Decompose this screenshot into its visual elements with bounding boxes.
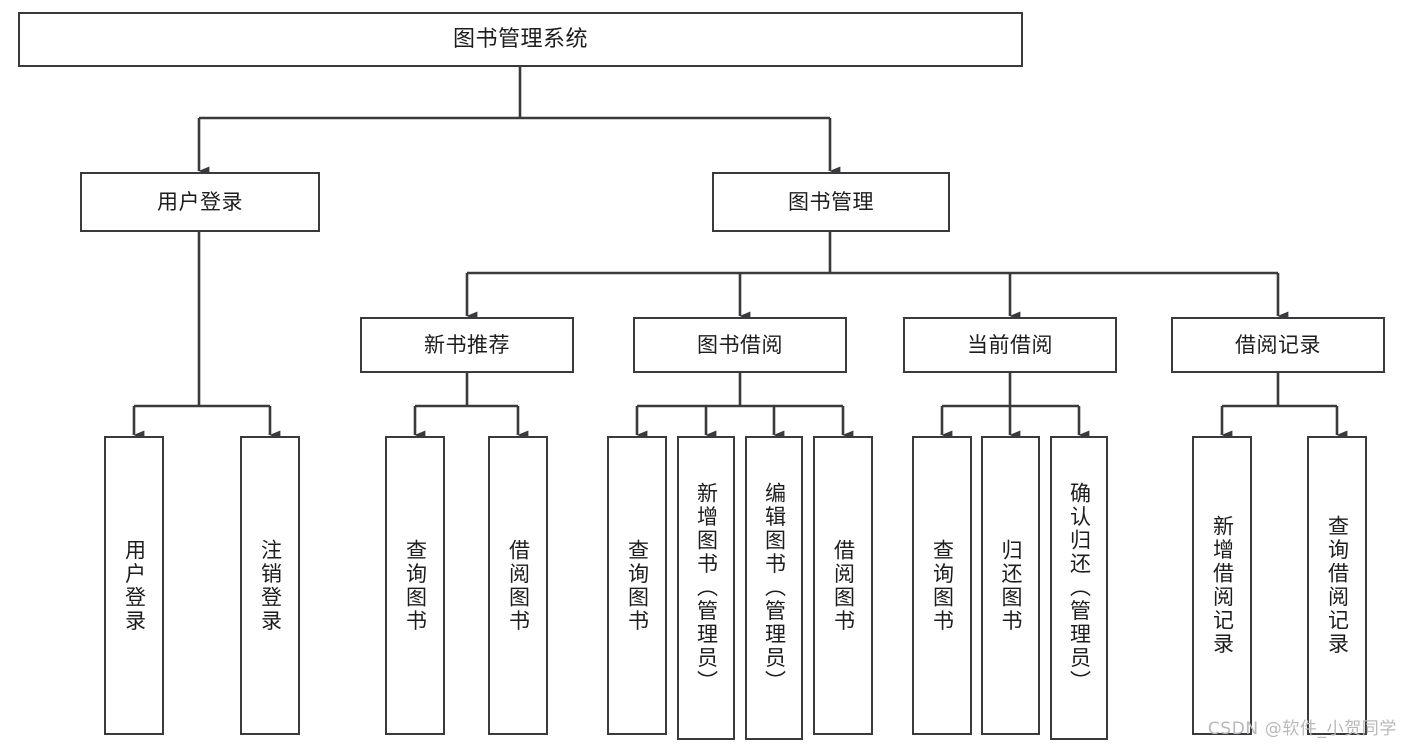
node-label: 编辑图书（管理员）: [762, 482, 787, 694]
node-label: 新增借阅记录: [1210, 515, 1235, 656]
node-label: 图书借阅: [697, 332, 783, 357]
node-label: 借阅图书: [831, 538, 856, 633]
leaf-user-login-login[interactable]: 用户登录: [104, 436, 164, 735]
leaf-new-book-borrow[interactable]: 借阅图书: [488, 436, 548, 735]
node-label: 借阅记录: [1235, 332, 1321, 357]
node-label: 查询借阅记录: [1325, 515, 1350, 656]
leaf-new-book-query[interactable]: 查询图书: [385, 436, 445, 735]
node-label: 查询图书: [403, 538, 428, 633]
node-label: 用户登录: [122, 538, 147, 633]
leaf-book-borrow-edit-admin[interactable]: 编辑图书（管理员）: [745, 436, 803, 740]
node-user-login[interactable]: 用户登录: [80, 172, 320, 232]
node-label: 新书推荐: [424, 332, 510, 357]
leaf-book-borrow-add-admin[interactable]: 新增图书（管理员）: [677, 436, 735, 740]
node-root-book-management-system[interactable]: 图书管理系统: [18, 12, 1023, 67]
node-book-management[interactable]: 图书管理: [712, 172, 950, 232]
csdn-watermark: CSDN @软件_小贺同学: [1207, 719, 1397, 739]
node-label: 注销登录: [258, 538, 283, 633]
node-label: 借阅图书: [506, 538, 531, 633]
leaf-book-borrow-borrow[interactable]: 借阅图书: [813, 436, 873, 735]
node-label: 当前借阅: [967, 332, 1053, 357]
leaf-borrow-record-add[interactable]: 新增借阅记录: [1192, 436, 1252, 735]
leaf-current-borrow-query[interactable]: 查询图书: [912, 436, 972, 735]
node-label: 查询图书: [930, 538, 955, 633]
leaf-current-borrow-confirm-return-admin[interactable]: 确认归还（管理员）: [1050, 436, 1108, 740]
node-label: 新增图书（管理员）: [694, 482, 719, 694]
node-current-borrowing[interactable]: 当前借阅: [903, 317, 1117, 373]
node-label: 图书管理: [788, 189, 874, 214]
node-label: 查询图书: [625, 538, 650, 633]
leaf-book-borrow-query[interactable]: 查询图书: [607, 436, 667, 735]
node-borrowing-record[interactable]: 借阅记录: [1171, 317, 1385, 373]
node-label: 图书管理系统: [452, 26, 588, 52]
node-label: 归还图书: [999, 538, 1023, 633]
node-book-borrowing[interactable]: 图书借阅: [633, 317, 847, 373]
node-new-book-recommendation[interactable]: 新书推荐: [360, 317, 574, 373]
leaf-user-login-logout[interactable]: 注销登录: [240, 436, 300, 735]
leaf-current-borrow-return[interactable]: 归还图书: [981, 436, 1040, 735]
node-label: 用户登录: [157, 189, 243, 214]
node-label: 确认归还（管理员）: [1067, 482, 1092, 694]
leaf-borrow-record-query[interactable]: 查询借阅记录: [1307, 436, 1367, 735]
